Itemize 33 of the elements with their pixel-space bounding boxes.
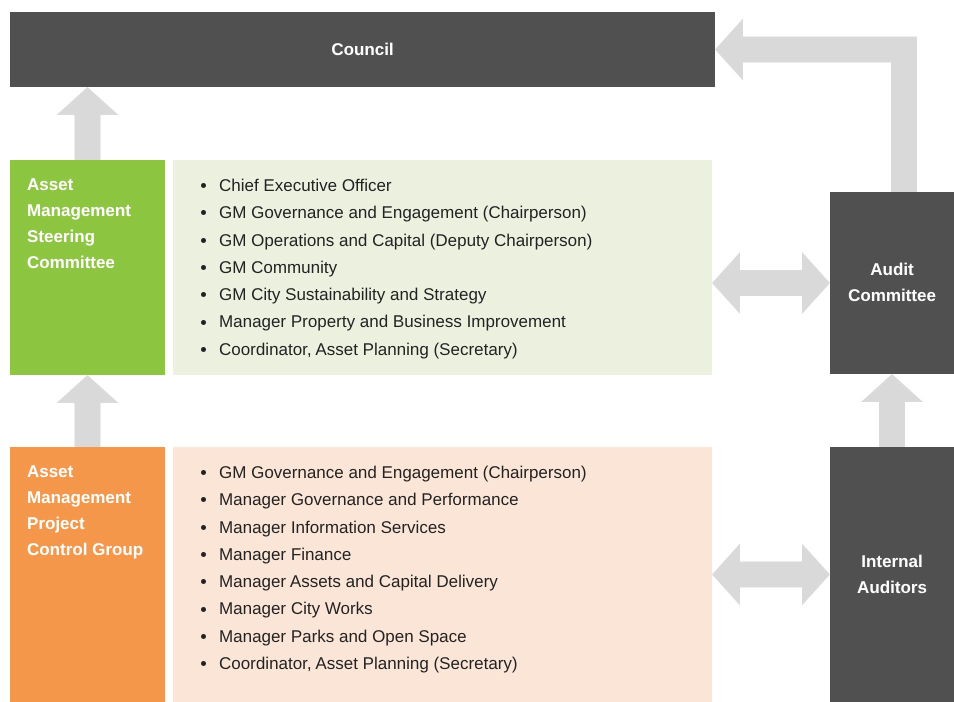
committee-box [10, 12, 715, 87]
member-item: Manager Finance [219, 544, 352, 566]
committee-title: Internal Auditors [856, 550, 928, 598]
member-item: Manager Information Services [219, 516, 446, 539]
member-item: Coordinator, Asset Planning (Secretary) [219, 653, 518, 676]
member-item: Manager City Works [219, 598, 373, 620]
member-item: GM Governance and Engagement (Chairperson) [219, 202, 587, 224]
committee-title: Council [331, 38, 394, 60]
block-arrow [712, 544, 830, 606]
block-arrow [715, 18, 917, 192]
member-item: Manager Governance and Performance [219, 489, 519, 512]
block-arrow [56, 87, 118, 160]
committee-title: Audit Committee [847, 259, 937, 307]
block-arrow [56, 375, 118, 447]
committee-box [10, 160, 165, 375]
member-item: Manager Property and Business Improvement [219, 311, 566, 334]
member-item: GM Governance and Engagement (Chairperson) [219, 462, 587, 484]
member-list-panel [173, 447, 712, 702]
member-item: Manager Assets and Capital Delivery [219, 571, 498, 594]
member-list-panel [173, 160, 712, 375]
committee-box [10, 447, 165, 702]
block-arrow [861, 374, 923, 447]
block-arrow [712, 252, 830, 314]
committee-box [830, 447, 954, 702]
committee-title: Asset Management Steering Committee [27, 174, 132, 274]
committee-title: Asset Management Project Control Group [27, 461, 144, 561]
member-item: GM Operations and Capital (Deputy Chairperson) [219, 230, 592, 252]
committee-box [830, 192, 954, 374]
member-item: Coordinator, Asset Planning (Secretary) [219, 338, 518, 361]
member-item: Chief Executive Officer [219, 175, 392, 197]
member-item: GM City Sustainability and Strategy [219, 284, 486, 306]
member-item: Manager Parks and Open Space [219, 626, 467, 648]
member-item: GM Community [219, 256, 338, 279]
